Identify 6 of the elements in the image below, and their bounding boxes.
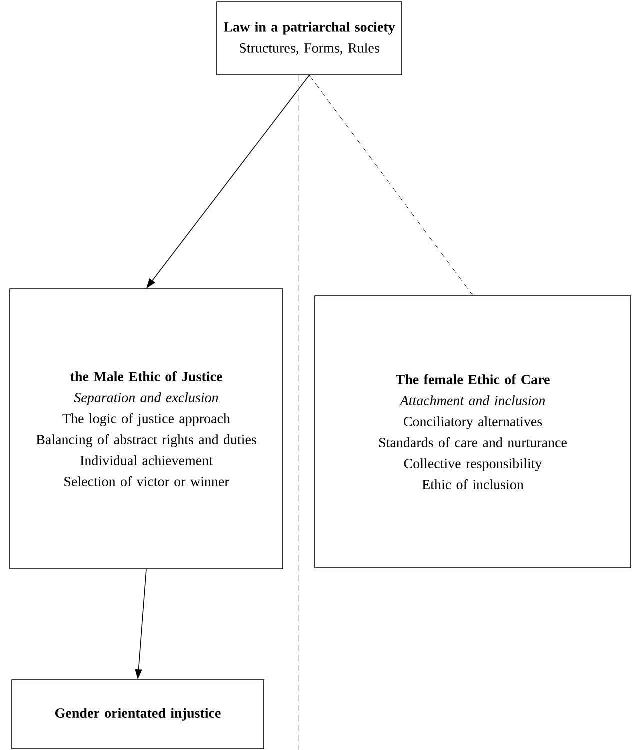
outcome-box: Gender orientated injustice xyxy=(12,680,264,750)
dashed-line xyxy=(309,75,474,296)
ethic-box: The female Ethic of Care Attachment and inclusion Conciliatory alternatives Standards of care and nurturance Collective responsibility Ethic of inclusion xyxy=(314,296,632,568)
dashed-line xyxy=(298,75,299,750)
title-box: Law in a patriarchal society Structures, Forms, Rules xyxy=(216,2,402,76)
ethic-box: the Male Ethic of Justice Separation and exclusion The logic of justice approach Balancing of abstract rights and duties Individual achievement Selection of victor or winner xyxy=(10,288,284,570)
